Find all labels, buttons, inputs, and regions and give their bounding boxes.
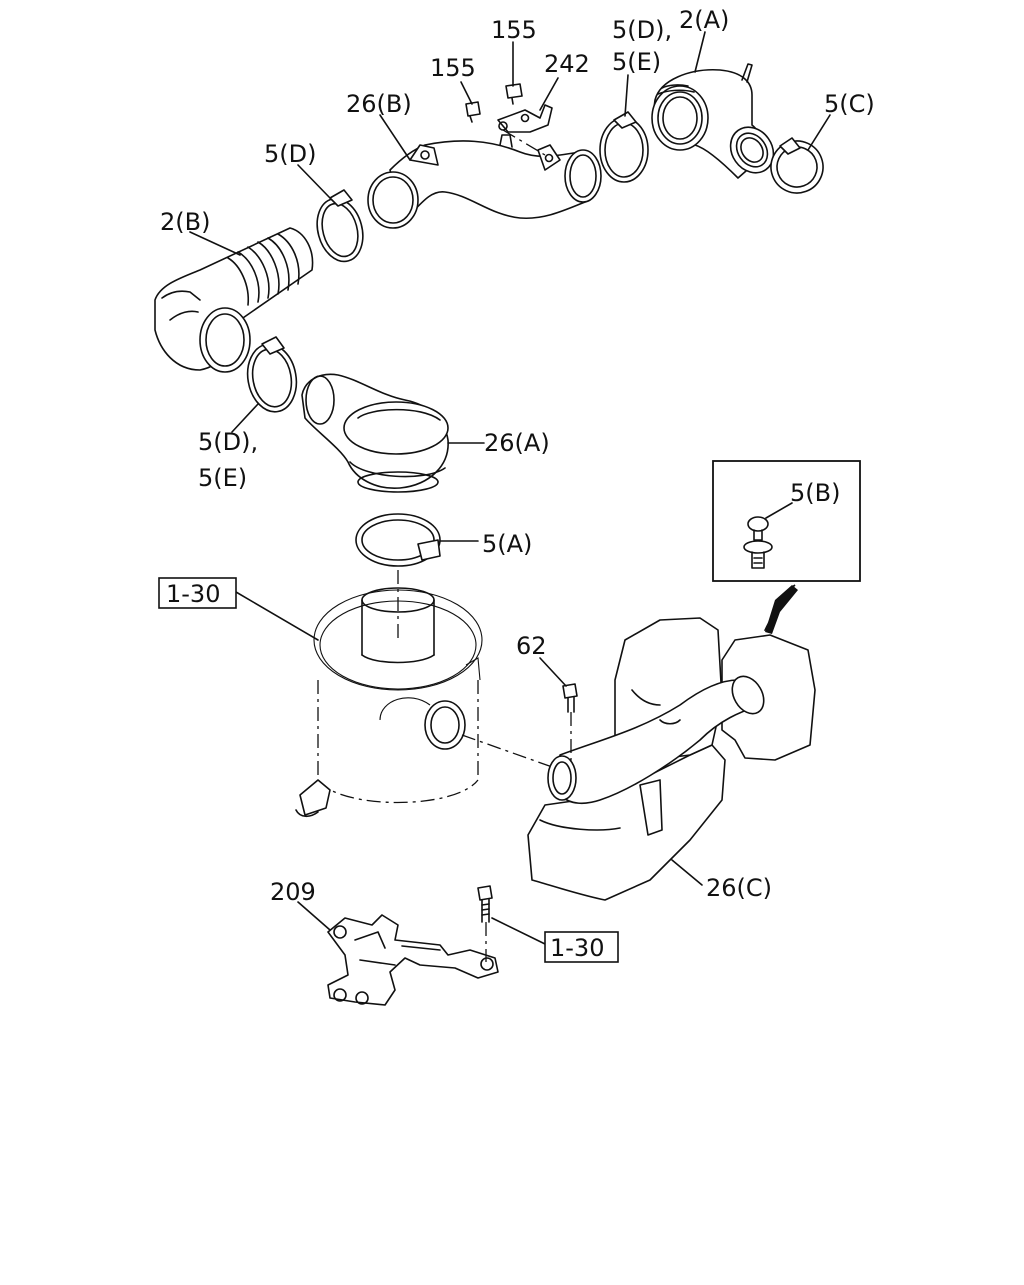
label-2b: 2(B) xyxy=(160,208,210,236)
label-5b: 5(B) xyxy=(790,479,840,507)
bracket-209 xyxy=(327,914,499,1006)
bolt-62 xyxy=(562,683,578,762)
ref-box-1-30-upper: 1-30 xyxy=(158,577,237,609)
clamp-5a xyxy=(355,513,441,567)
inlet-26c xyxy=(527,584,816,901)
label-2a: 2(A) xyxy=(679,6,729,34)
label-5de-mid-line1: 5(D), xyxy=(198,428,258,456)
bracket-242 xyxy=(497,104,553,156)
hose-2a xyxy=(651,63,775,179)
pipe-26b xyxy=(367,134,602,229)
bolt-155-right xyxy=(505,83,523,105)
label-26c: 26(C) xyxy=(706,874,772,902)
detail-inset-5b xyxy=(712,460,861,582)
bolt-155-left xyxy=(465,101,481,123)
label-209: 209 xyxy=(270,878,316,906)
bolt-1-30 xyxy=(477,885,493,962)
leader-lines xyxy=(189,31,831,945)
clamp-5de-top xyxy=(599,111,649,183)
label-5de-top-line1: 5(D), xyxy=(612,16,672,44)
clamp-5de-mid xyxy=(246,336,298,413)
ref-label-upper: 1-30 xyxy=(166,580,220,608)
clamp-5d xyxy=(316,189,364,263)
label-5de-mid-line2: 5(E) xyxy=(198,464,247,492)
ref-label-lower: 1-30 xyxy=(550,934,604,962)
hose-2b xyxy=(154,227,314,373)
label-5d: 5(D) xyxy=(264,140,316,168)
ref-box-1-30-lower: 1-30 xyxy=(544,931,619,963)
label-5c: 5(C) xyxy=(824,90,875,118)
label-242: 242 xyxy=(544,50,590,78)
elbow-26a xyxy=(301,373,449,493)
label-155-left: 155 xyxy=(430,54,476,82)
clamp-5c xyxy=(770,137,824,194)
label-62: 62 xyxy=(516,632,547,660)
label-5de-top-line2: 5(E) xyxy=(612,48,661,76)
label-26b: 26(B) xyxy=(346,90,412,118)
label-155-right: 155 xyxy=(491,16,537,44)
air-cleaner xyxy=(295,570,556,818)
label-5a: 5(A) xyxy=(482,530,532,558)
label-26a: 26(A) xyxy=(484,429,550,457)
